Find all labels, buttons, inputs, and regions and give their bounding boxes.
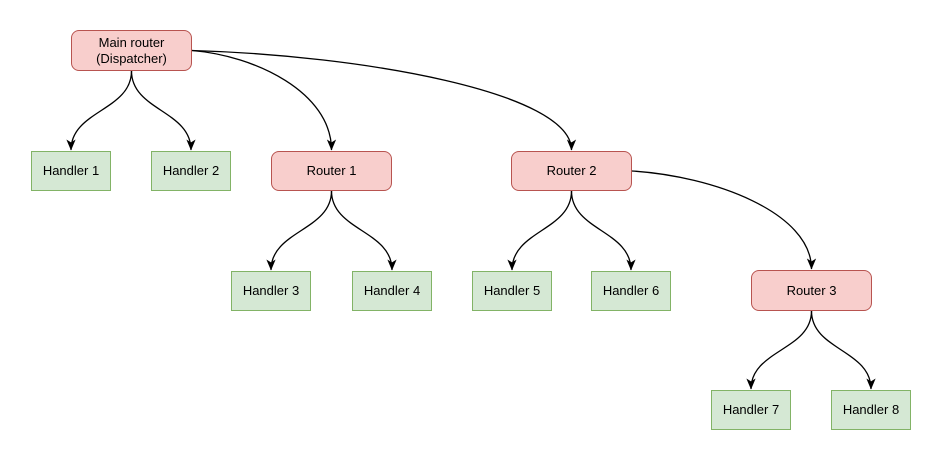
node-label: Main router xyxy=(98,34,165,50)
node-label: (Dispatcher) xyxy=(96,50,167,66)
node-label: Handler 2 xyxy=(162,163,220,178)
edge-router-3-to-handler-7 xyxy=(746,310,813,390)
edge-main-router-to-router-2 xyxy=(191,49,577,151)
node-label: Handler 1 xyxy=(42,163,100,178)
node-label: Handler 5 xyxy=(483,283,541,298)
node-router-3[interactable]: Router 3 xyxy=(751,270,872,311)
node-router-1[interactable]: Router 1 xyxy=(271,151,392,191)
node-label: Router 3 xyxy=(786,282,837,298)
edge-router-2-to-router-3 xyxy=(631,170,817,270)
edge-router-1-to-handler-3 xyxy=(266,190,333,271)
edge-main-router-to-handler-2 xyxy=(130,70,196,151)
node-label: Router 1 xyxy=(306,163,357,178)
node-label: Handler 3 xyxy=(242,283,300,298)
node-label: Handler 7 xyxy=(722,402,780,417)
node-label: Handler 6 xyxy=(602,283,660,298)
node-handler-4[interactable]: Handler 4 xyxy=(352,271,432,311)
edge-main-router-to-router-1 xyxy=(191,49,337,151)
node-label: Router 2 xyxy=(546,163,597,178)
node-handler-8[interactable]: Handler 8 xyxy=(831,390,911,430)
node-main-router[interactable]: Main router(Dispatcher) xyxy=(71,30,192,71)
edge-router-2-to-handler-5 xyxy=(507,190,573,271)
node-router-2[interactable]: Router 2 xyxy=(511,151,632,191)
node-label: Handler 4 xyxy=(363,283,421,298)
node-handler-6[interactable]: Handler 6 xyxy=(591,271,671,311)
edge-router-3-to-handler-8 xyxy=(810,310,876,390)
node-handler-1[interactable]: Handler 1 xyxy=(31,151,111,191)
node-handler-7[interactable]: Handler 7 xyxy=(711,390,791,430)
node-label: Handler 8 xyxy=(842,402,900,417)
node-handler-5[interactable]: Handler 5 xyxy=(472,271,552,311)
edge-router-2-to-handler-6 xyxy=(570,190,636,271)
node-handler-3[interactable]: Handler 3 xyxy=(231,271,311,311)
edge-main-router-to-handler-1 xyxy=(66,70,133,151)
node-handler-2[interactable]: Handler 2 xyxy=(151,151,231,191)
edge-router-1-to-handler-4 xyxy=(330,190,397,271)
